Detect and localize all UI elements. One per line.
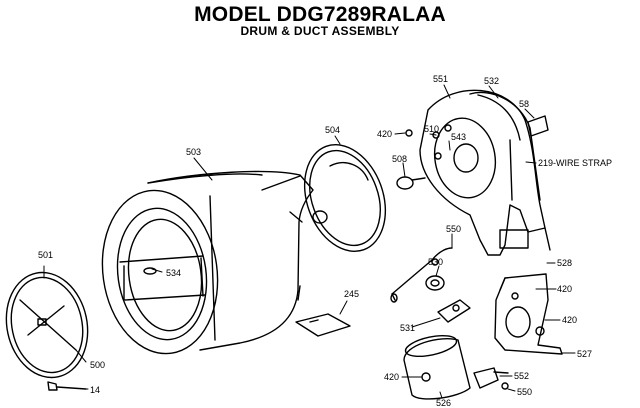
- label-501: 501: [38, 250, 53, 260]
- connector-part: [473, 367, 509, 390]
- label-530: 530: [428, 257, 443, 267]
- label-420-right-lower: 420: [562, 315, 577, 325]
- drum-part: [101, 170, 314, 355]
- label-245: 245: [344, 289, 359, 299]
- label-420-top: 420: [377, 129, 392, 139]
- label-510: 510: [424, 124, 439, 134]
- label-500: 500: [90, 360, 105, 370]
- label-420-capacitor: 420: [384, 372, 399, 382]
- label-58: 58: [519, 99, 529, 109]
- label-543: 543: [451, 132, 466, 142]
- model-title: MODEL DDG7289RALAA: [194, 3, 446, 26]
- front-seal-ring-part: [5, 271, 89, 379]
- thermal-fuse-part: [437, 299, 471, 323]
- duct-housing-part: [419, 89, 551, 256]
- label-534: 534: [166, 268, 181, 278]
- label-528: 528: [557, 258, 572, 268]
- label-550-top: 550: [446, 224, 461, 234]
- rear-drum-head-part: [303, 144, 387, 252]
- label-532: 532: [484, 76, 499, 86]
- leader-lines: [43, 84, 576, 399]
- label-550-bottom: 550: [517, 387, 532, 397]
- assembly-subtitle: DRUM & DUCT ASSEMBLY: [240, 24, 400, 38]
- bearing-part: [396, 176, 426, 190]
- fastener-part: [47, 381, 87, 391]
- bracket-part: [527, 115, 549, 137]
- thermostat-part: [425, 275, 445, 291]
- screw-details: [405, 124, 519, 300]
- label-527: 527: [577, 349, 592, 359]
- capacitor-part: [403, 334, 471, 400]
- label-531: 531: [400, 323, 415, 333]
- baffle-plate-part: [295, 313, 351, 337]
- label-420-right-upper: 420: [557, 284, 572, 294]
- label-503: 503: [186, 147, 201, 157]
- sensor-bracket-part: [494, 273, 563, 355]
- label-14: 14: [90, 385, 100, 395]
- label-wire-strap: 219-WIRE STRAP: [538, 158, 612, 168]
- label-508: 508: [392, 154, 407, 164]
- label-526: 526: [436, 398, 451, 408]
- label-552: 552: [514, 371, 529, 381]
- label-504: 504: [325, 125, 340, 135]
- label-551: 551: [433, 74, 448, 84]
- callout-labels: 501 500 14 503 534 504 245 420 551 532 5…: [38, 74, 612, 408]
